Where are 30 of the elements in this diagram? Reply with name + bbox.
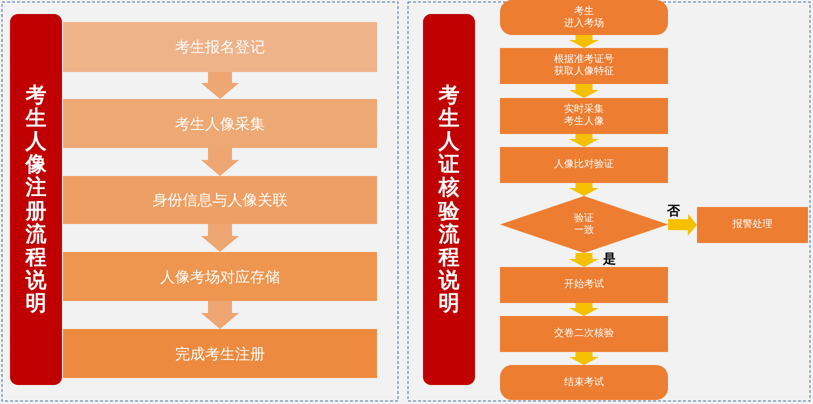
arrow [569,134,599,147]
process-box: 考生报名登记 [63,22,377,72]
process-box: 考生人像采集 [63,99,377,148]
process-box: 实时采集考生人像 [500,98,668,134]
edge-label: 是 [602,252,617,267]
arrow [569,84,599,98]
arrow [201,148,239,176]
process-box: 人像比对验证 [500,147,668,183]
decision-diamond: 验证一致 [500,196,668,253]
process-box: 根据准考证号获取人像特征 [500,48,668,84]
arrow [569,352,599,365]
process-box: 完成考生注册 [63,329,377,378]
title-band: 考生人像注册流程说明 [10,14,62,385]
process-box: 人像考场对应存储 [63,252,377,301]
process-box: 报警处理 [697,207,808,243]
process-box: 交卷二次核验 [500,316,668,352]
arrow [201,72,239,99]
arrow [201,301,239,329]
title-band: 考生人证核验流程说明 [423,14,475,385]
arrow [668,214,697,236]
terminal-box: 结束考试 [500,365,668,400]
terminal-box: 考生进入考场 [500,0,668,35]
arrow [569,253,599,267]
arrow [569,183,599,196]
arrow [201,224,239,252]
process-box: 身份信息与人像关联 [63,176,377,224]
edge-label: 否 [666,204,681,219]
process-box: 开始考试 [500,267,668,303]
arrow [569,35,599,48]
arrow [569,303,599,316]
